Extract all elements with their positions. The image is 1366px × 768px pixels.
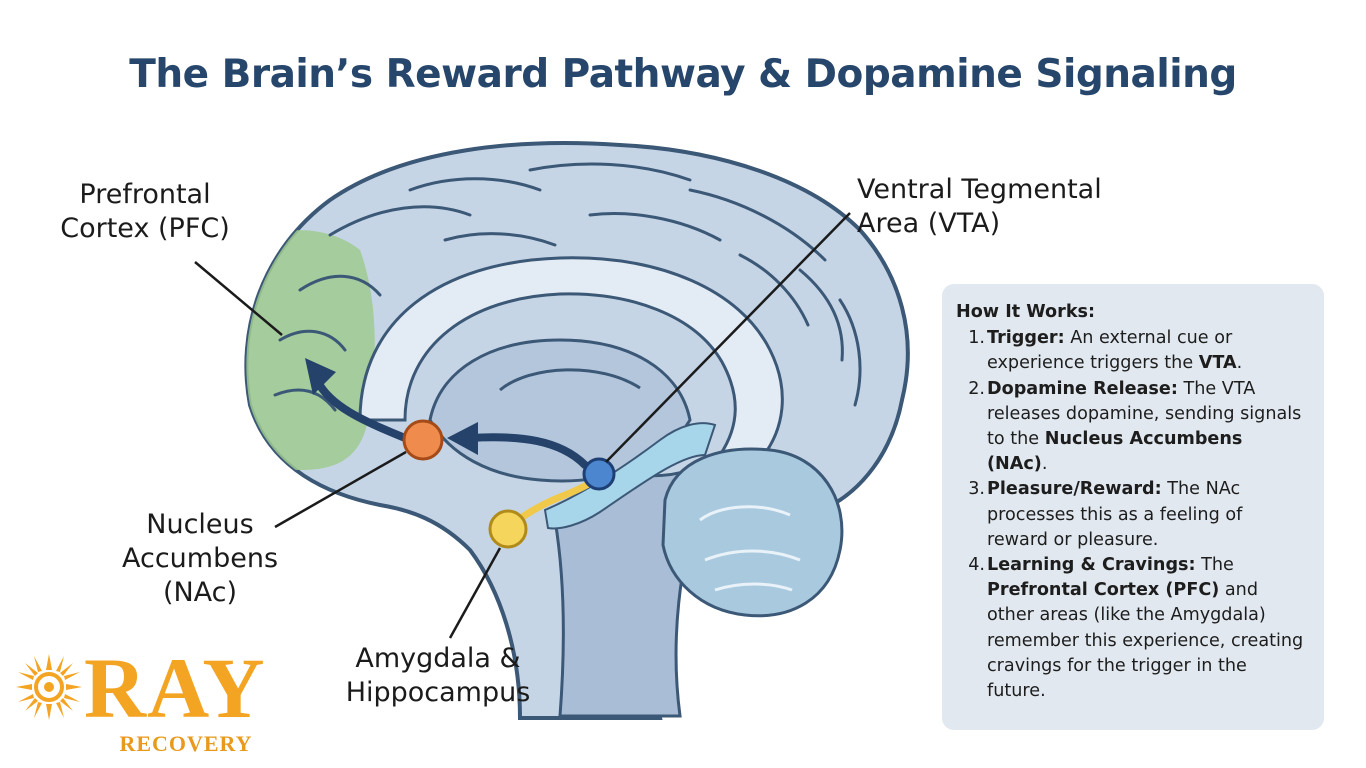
nac-leader [274,450,407,529]
step-number: 3. [968,479,985,500]
vta-to-nac-arrowhead [447,422,478,455]
step-text-after: . [1236,353,1243,374]
step-number: 4. [968,555,985,576]
cerebellum [661,447,844,618]
step-term: Trigger: [987,328,1065,349]
nac-label-line2: Accumbens [121,543,279,574]
amygdala-leader [448,547,502,639]
nac-node [402,419,444,461]
list-item: 2. Dopamine Release: The VTA releases do… [956,377,1304,478]
step-text-before: An external cue or experience triggers t… [987,328,1233,374]
step-text-before: The VTA releases dopamine, sending signa… [987,378,1302,450]
pfc-label-line2: Cortex (PFC) [60,213,230,244]
step-text-after: . [1041,454,1048,475]
step-strong: Nucleus Accumbens (NAc) [987,429,1243,475]
vta-leader [605,212,851,463]
step-text-after: and other areas (like the Amygdala) reme… [987,580,1304,702]
how-it-works-list: 1. Trigger: An external cue or experienc… [956,326,1304,704]
pfc-label-line1: Prefrontal [79,179,211,210]
leader-lines [194,212,851,639]
step-term: Dopamine Release: [987,378,1178,399]
logo-wordmark: RAY [84,640,266,736]
vta-label-line1: Ventral Tegmental [857,174,1102,205]
thalamus-fold [499,368,641,392]
vta-label: Ventral Tegmental Area (VTA) [857,173,1177,241]
amygdala-label-line2: Hippocampus [345,677,531,708]
pfc-region [246,230,375,470]
step-term: Pleasure/Reward: [987,479,1162,500]
nac-to-pfc-arrowhead [305,358,336,395]
step-strong: VTA [1198,353,1237,374]
amygdala-label-line1: Amygdala & [355,643,521,674]
step-number: 2. [968,378,985,399]
list-item: 4. Learning & Cravings: The Prefrontal C… [956,553,1304,704]
how-it-works-heading: How It Works: [956,302,1096,322]
amygdala-node [488,509,528,549]
pfc-leader [194,261,283,336]
brain-illustration [244,141,910,720]
thalamus-region [428,338,692,483]
step-text: Learning & Cravings: The Prefrontal Cort… [987,553,1304,704]
page-title: The Brain’s Reward Pathway & Dopamine Si… [129,52,1237,97]
how-it-works-panel: How It Works: 1. Trigger: An external cu… [942,284,1324,730]
step-text-before: The NAc processes this as a feeling of r… [987,479,1243,550]
list-item: 3. Pleasure/Reward: The NAc processes th… [956,477,1304,553]
vta-to-nac-arrow [466,433,589,469]
gyri-folds [273,162,862,412]
step-text: Trigger: An external cue or experience t… [987,326,1304,376]
amygdala-label: Amygdala & Hippocampus [318,642,558,710]
step-term: Learning & Cravings: [987,555,1196,576]
step-text: Pleasure/Reward: The NAc processes this … [987,477,1304,553]
list-item: 1. Trigger: An external cue or experienc… [956,326,1304,376]
logo-subtitle: RECOVERY [119,731,253,756]
step-text-before: The [1195,555,1234,576]
step-number: 1. [968,328,985,349]
pfc-label: Prefrontal Cortex (PFC) [40,178,250,246]
nac-label-line1: Nucleus [146,509,254,540]
step-strong: Prefrontal Cortex (PFC) [987,580,1220,601]
nac-to-pfc-arrow [314,378,409,442]
step-text: Dopamine Release: The VTA releases dopam… [987,377,1304,478]
nac-label: Nucleus Accumbens (NAc) [90,508,310,610]
sun-icon [16,654,82,720]
vta-node [582,457,616,491]
vta-label-line2: Area (VTA) [857,208,1001,239]
nac-label-line3: (NAc) [162,577,238,608]
